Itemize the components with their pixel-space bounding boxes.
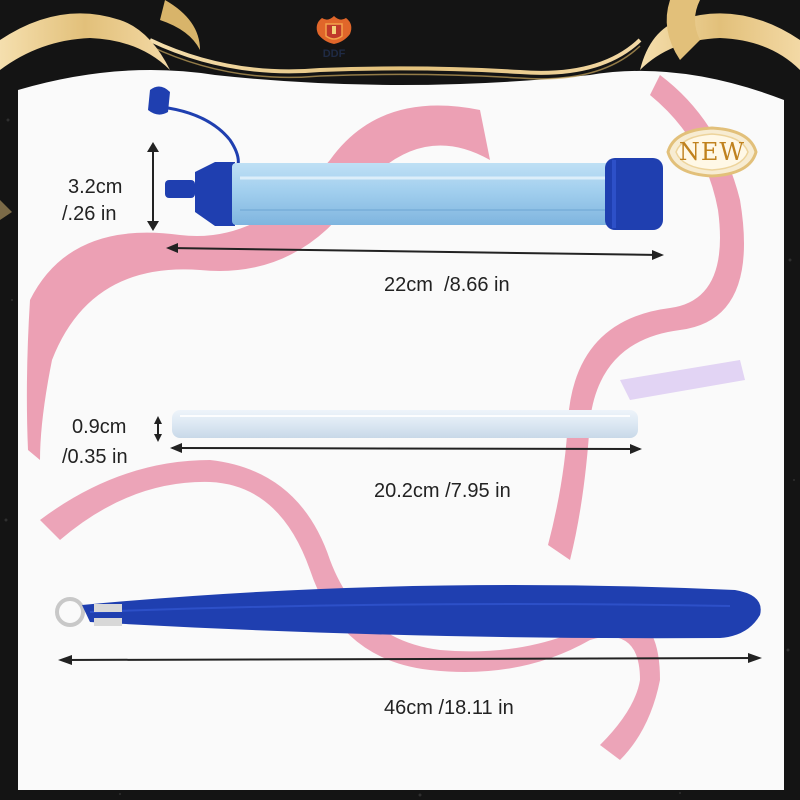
filter-diameter-cm: 3.2cm (68, 176, 123, 198)
filter-straw (148, 86, 663, 230)
crest-icon (316, 16, 352, 44)
new-badge-label: NEW (678, 138, 746, 166)
clear-tube (172, 410, 638, 438)
brand-logo: DDF (304, 12, 364, 60)
lanyard (55, 585, 761, 639)
tube-diameter-in: /0.35 in (62, 446, 128, 468)
filter-diameter-in: /.26 in (62, 203, 117, 225)
badge-shape (666, 126, 758, 178)
tube-diameter-cm: 0.9cm (72, 416, 127, 438)
new-badge: NEW (656, 124, 768, 180)
brand-name: DDF (322, 48, 346, 60)
tube-length-label: 20.2cm /7.95 in (374, 480, 511, 502)
lanyard-length-label: 46cm /18.11 in (384, 697, 514, 719)
filter-length-label: 22cm /8.66 in (384, 274, 510, 296)
